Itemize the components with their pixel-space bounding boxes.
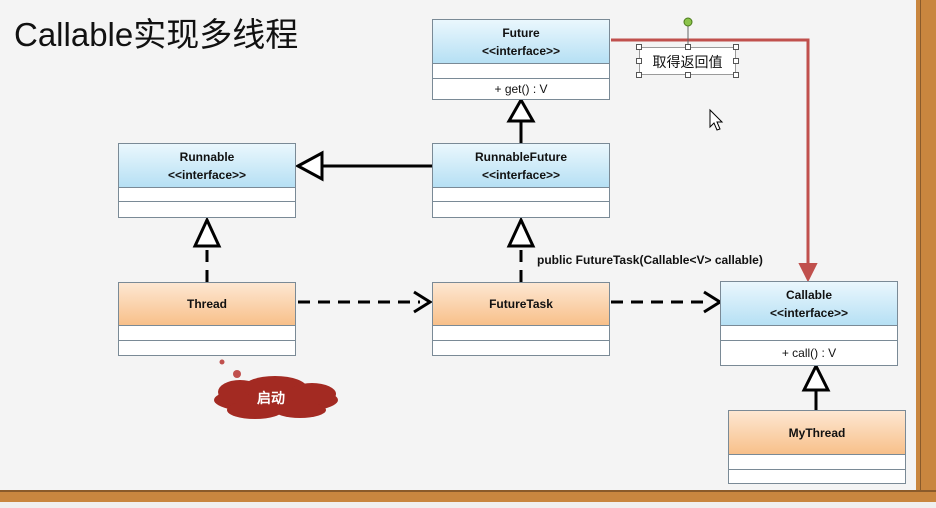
slide-canvas: Callable实现多线程 [0,0,916,490]
return-value-arrowhead [798,263,818,283]
future-method: + get() : V [494,82,548,96]
note-handle-top-center[interactable] [685,44,691,50]
future-interface-box: Future <<interface>> + get() : V [432,19,610,100]
note-handle-bottom-right[interactable] [733,72,739,78]
futuretask-constructor-label: public FutureTask(Callable<V> callable) [537,253,763,267]
start-cloud [214,376,338,419]
future-generalization-arrowhead [506,96,536,123]
callable-name: Callable [785,287,833,302]
callable-realization-arrowhead [801,362,831,392]
runnablefuture-attributes [433,188,609,202]
rf-realization-arrowhead [506,216,536,248]
callable-dependency-arrowhead [703,290,723,314]
futuretask-methods [433,341,609,355]
mythread-attributes [729,455,905,470]
mouse-cursor-icon [709,108,724,131]
thought-dot-large [233,370,241,378]
ft-dependency-arrowhead [413,290,433,314]
runnable-stereotype: <<interface>> [167,167,247,182]
note-handle-middle-right[interactable] [733,58,739,64]
thread-class-box: Thread [118,282,296,356]
connectors-layer [192,17,831,419]
runnablefuture-name: RunnableFuture [475,149,567,164]
note-rotate-handle [683,17,693,27]
mythread-methods [729,470,905,483]
slide-title: Callable实现多线程 [14,16,299,53]
callable-attributes [721,326,897,341]
thread-attributes [119,326,295,341]
future-name: Future [502,25,540,40]
thread-methods [119,341,295,355]
note-handle-bottom-center[interactable] [685,72,691,78]
mythread-class-box: MyThread [728,410,906,484]
runnable-realization-arrowhead [192,216,222,248]
runnable-generalization-arrowhead [294,150,324,182]
callable-interface-box: Callable <<interface>> + call() : V [720,281,898,366]
future-attributes [433,64,609,79]
callable-method: + call() : V [781,346,837,360]
return-value-note[interactable]: 取得返回值 [639,47,736,75]
runnablefuture-methods [433,202,609,217]
runnablefuture-interface-box: RunnableFuture <<interface>> [432,143,610,218]
future-stereotype: <<interface>> [481,43,561,58]
note-handle-top-right[interactable] [733,44,739,50]
start-cloud-label: 启动 [257,390,285,406]
runnable-attributes [119,188,295,202]
futuretask-attributes [433,326,609,341]
bottom-frame-border [0,490,936,508]
futuretask-name: FutureTask [489,297,553,311]
note-handle-top-left[interactable] [636,44,642,50]
runnable-methods [119,202,295,217]
thread-name: Thread [186,297,227,311]
runnable-name: Runnable [179,149,235,164]
callable-stereotype: <<interface>> [769,305,849,320]
runnable-interface-box: Runnable <<interface>> [118,143,296,218]
note-handle-bottom-left[interactable] [636,72,642,78]
thought-dot-medium [219,359,225,365]
right-frame-border [916,0,936,508]
note-handle-middle-left[interactable] [636,58,642,64]
runnablefuture-stereotype: <<interface>> [481,167,561,182]
return-value-highlight-arrow [611,38,810,268]
futuretask-class-box: FutureTask [432,282,610,356]
mythread-name: MyThread [788,425,846,440]
